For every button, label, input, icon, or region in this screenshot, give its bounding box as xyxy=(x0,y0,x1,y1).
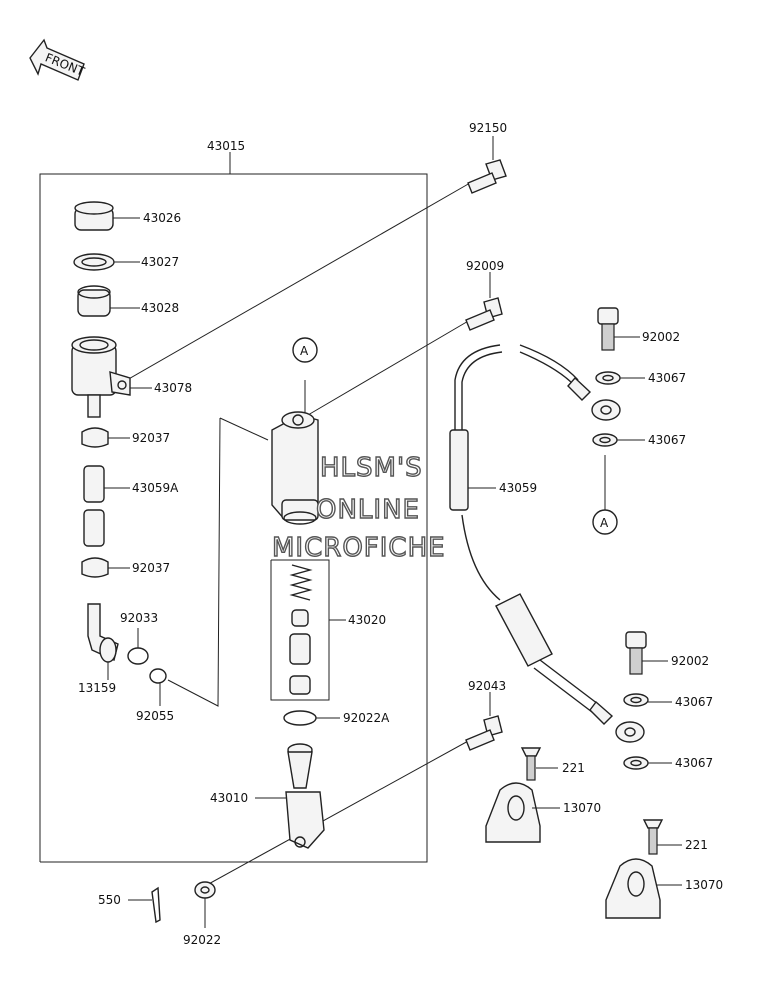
watermark-line1: HLSM'S xyxy=(320,453,423,483)
label-43028: 43028 xyxy=(141,301,179,315)
screw-221-2 xyxy=(642,819,664,855)
hose-clamp-top xyxy=(81,427,109,448)
banjo-bolt-bottom xyxy=(625,631,647,675)
label-92002-top: 92002 xyxy=(642,330,680,344)
label-550: 550 xyxy=(98,893,121,907)
label-92055: 92055 xyxy=(136,709,174,723)
callout-a-top-label: A xyxy=(300,344,309,358)
hose-guide-2 xyxy=(605,858,661,919)
label-43059a: 43059A xyxy=(132,481,179,495)
bolt-92009 xyxy=(465,297,503,331)
label-leaders xyxy=(104,136,682,928)
label-92150: 92150 xyxy=(469,121,507,135)
label-43067-2: 43067 xyxy=(648,433,686,447)
washer-92022 xyxy=(194,881,216,899)
leader-lines xyxy=(119,182,606,887)
label-43067-1: 43067 xyxy=(648,371,686,385)
label-92009: 92009 xyxy=(466,259,504,273)
label-43067-3: 43067 xyxy=(675,695,713,709)
washer-1 xyxy=(595,371,621,385)
label-43059: 43059 xyxy=(499,481,537,495)
label-43010: 43010 xyxy=(210,791,248,805)
label-13070-2: 13070 xyxy=(685,878,723,892)
circlip-92022a xyxy=(283,710,317,726)
hose-clamp-bottom xyxy=(81,557,109,578)
master-cylinder-body xyxy=(271,411,319,525)
label-221-1: 221 xyxy=(562,761,585,775)
label-92043: 92043 xyxy=(468,679,506,693)
watermark-line3: MICROFICHE xyxy=(272,533,446,563)
pin-92043 xyxy=(465,715,503,751)
label-43015: 43015 xyxy=(207,139,245,153)
assembly-frame xyxy=(39,152,428,863)
diaphragm-plate xyxy=(73,253,115,271)
label-221-2: 221 xyxy=(685,838,708,852)
callout-a-right-label: A xyxy=(600,516,609,530)
circlip xyxy=(149,668,167,684)
piston-assembly xyxy=(289,564,313,695)
label-43027: 43027 xyxy=(141,255,179,269)
label-43078: 43078 xyxy=(154,381,192,395)
inner-frame xyxy=(167,417,330,707)
reservoir-hose xyxy=(83,465,105,547)
label-92037-bottom: 92037 xyxy=(132,561,170,575)
banjo-bolt-top xyxy=(597,307,619,351)
label-92037-top: 92037 xyxy=(132,431,170,445)
o-ring xyxy=(127,647,149,665)
label-92022: 92022 xyxy=(183,933,221,947)
part-labels: 43015 92150 43026 43027 43028 43078 9203… xyxy=(78,121,723,947)
watermark-line2: ONLINE xyxy=(316,495,420,525)
hose-guide-1 xyxy=(485,782,541,843)
label-43020: 43020 xyxy=(348,613,386,627)
label-13070-1: 13070 xyxy=(563,801,601,815)
callout-a-top: A xyxy=(292,337,318,363)
callout-a-right: A xyxy=(592,509,618,535)
diaphragm xyxy=(77,285,111,317)
reservoir xyxy=(71,336,131,418)
washer-4 xyxy=(623,756,649,770)
bolt-92150 xyxy=(467,159,507,194)
watermark: HLSM'S ONLINE MICROFICHE xyxy=(271,452,446,563)
label-92022a: 92022A xyxy=(343,711,390,725)
label-92002-bottom: 92002 xyxy=(671,654,709,668)
elbow-fitting xyxy=(87,603,119,663)
screw-221-1 xyxy=(520,747,542,781)
reservoir-cap xyxy=(74,201,114,231)
front-arrow-icon: FRONT xyxy=(29,38,87,81)
washer-3 xyxy=(623,693,649,707)
brake-hose xyxy=(449,344,645,743)
label-13159: 13159 xyxy=(78,681,116,695)
label-92033: 92033 xyxy=(120,611,158,625)
cotter-pin xyxy=(151,886,161,924)
label-43026: 43026 xyxy=(143,211,181,225)
washer-2 xyxy=(592,433,618,447)
push-rod xyxy=(285,743,325,849)
label-43067-4: 43067 xyxy=(675,756,713,770)
